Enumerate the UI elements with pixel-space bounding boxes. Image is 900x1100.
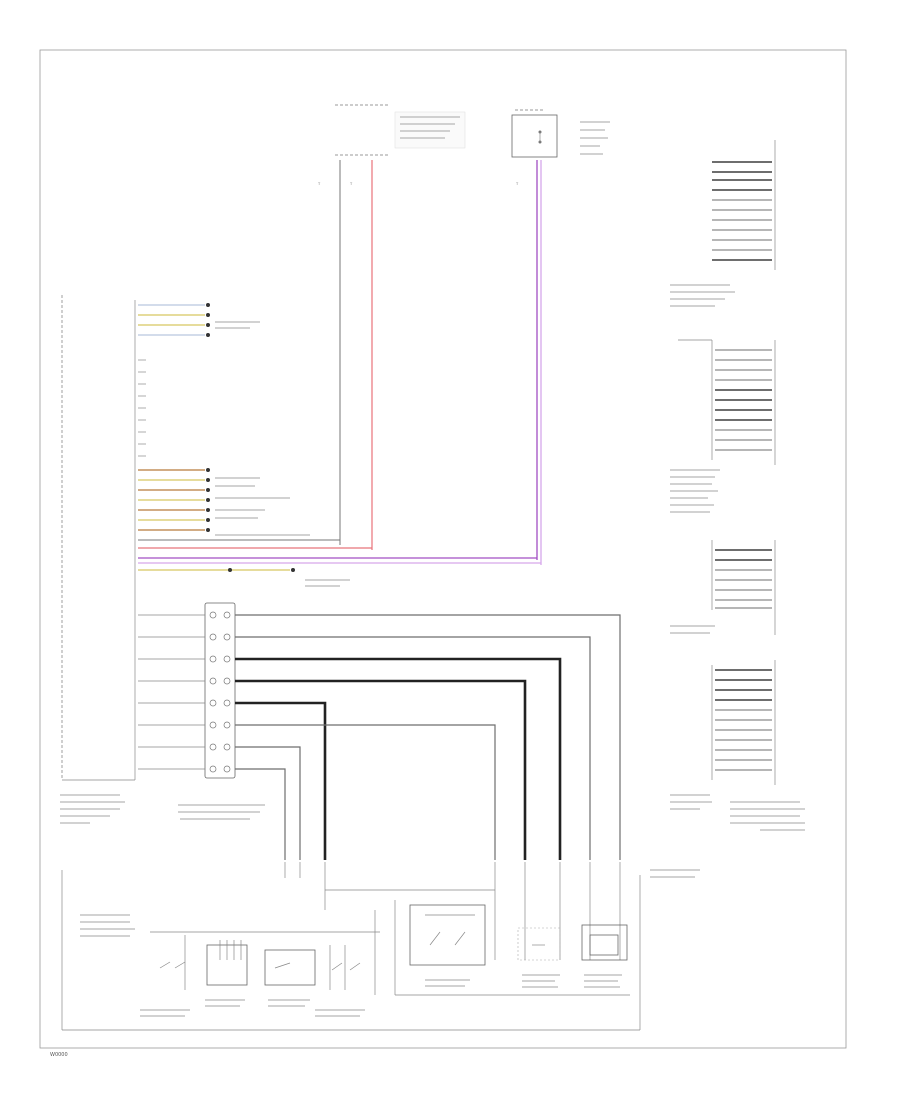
switch-bus-line xyxy=(150,900,630,996)
top-wire-set: T T T xyxy=(317,160,542,565)
right-module-4 xyxy=(670,660,805,831)
left-module-caption-lines xyxy=(60,794,125,824)
module-to-top-wires xyxy=(138,539,541,587)
right-module-3 xyxy=(670,540,776,635)
switch-4 xyxy=(329,945,361,990)
svg-text:T: T xyxy=(317,182,321,186)
switch-caption-lines xyxy=(80,869,700,1017)
module-pin-ticks xyxy=(138,359,146,457)
svg-text:T: T xyxy=(515,182,519,186)
connector-group-middle-left xyxy=(138,468,310,536)
switch-cluster-frame xyxy=(61,862,641,1031)
left-control-module xyxy=(61,295,136,781)
footer-code: W0000 xyxy=(50,1052,68,1058)
block-output-wires xyxy=(235,614,621,860)
switch-7 xyxy=(581,924,628,961)
svg-text:T: T xyxy=(349,182,353,186)
switch-2 xyxy=(206,940,248,986)
switch-6 xyxy=(517,927,561,961)
fuse-box-component xyxy=(511,109,610,158)
switch-3 xyxy=(264,949,316,986)
connector-group-top-left xyxy=(138,303,260,337)
switch-5 xyxy=(409,904,486,966)
diagram-frame xyxy=(39,49,847,1049)
right-module-1 xyxy=(670,140,776,307)
switch-1 xyxy=(159,935,186,990)
central-block-caption-lines xyxy=(178,804,265,820)
central-connector-block xyxy=(138,602,236,779)
top-junction-component xyxy=(335,104,466,156)
right-module-2 xyxy=(670,339,776,513)
